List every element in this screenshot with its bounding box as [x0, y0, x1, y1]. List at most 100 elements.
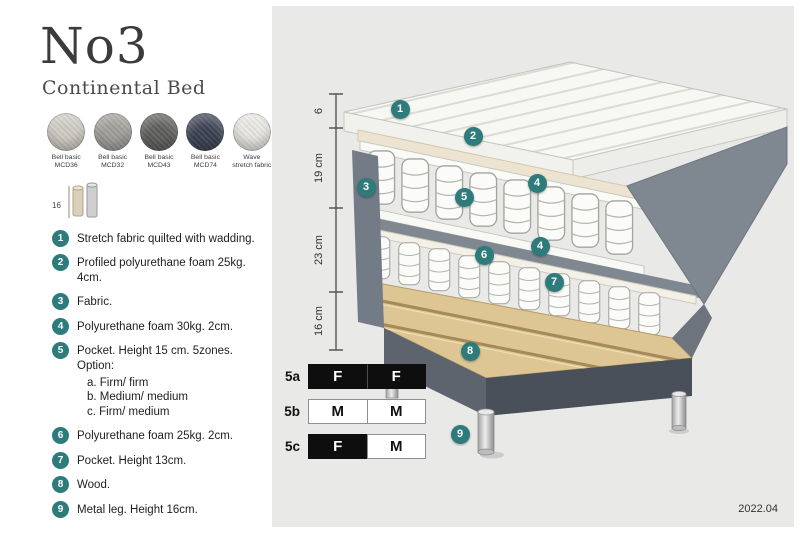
firmness-cell: F [308, 364, 368, 389]
swatch-name: Bell basic [98, 153, 128, 161]
firmness-cell: M [366, 434, 426, 459]
feature-list: 1 Stretch fabric quilted with wadding. 2… [0, 229, 272, 518]
swatch-code: MCD32 [101, 161, 125, 169]
firmness-cell: M [308, 399, 368, 424]
feature-item: 5 Pocket. Height 15 cm. 5zones. Option: … [52, 342, 266, 420]
feature-text: Metal leg. Height 16cm. [77, 503, 198, 516]
feature-text: Pocket. Height 13cm. [77, 454, 187, 467]
callout-5: 5 [454, 187, 474, 207]
measurement-label: 16 cm [313, 306, 325, 336]
feature-text: Pocket. Height 15 cm. 5zones. Option: [77, 345, 233, 372]
feature-option: c. Firm/ medium [87, 406, 170, 419]
callout-9: 9 [450, 424, 470, 444]
firmness-cell: F [308, 434, 368, 459]
firmness-cell: F [366, 364, 426, 389]
feature-text: Stretch fabric quilted with wadding. [77, 232, 255, 245]
feature-option: b. Medium/ medium [87, 391, 188, 404]
swatch-name: Wave [243, 153, 261, 161]
diagram-panel: 6 19 cm 23 cm 16 cm [272, 6, 794, 527]
swatch-name: Bell basic [190, 153, 220, 161]
firmness-row-5c[interactable]: 5c F M [278, 434, 426, 459]
feature-number-badge: 3 [52, 293, 69, 311]
feature-item: 7 Pocket. Height 13cm. [52, 451, 266, 469]
swatch-code: MCD74 [193, 161, 217, 169]
measurement-bracket [329, 93, 343, 351]
fabric-swatch-circle[interactable] [232, 112, 271, 151]
callout-6: 6 [474, 245, 494, 265]
firmness-options-table: 5a F F 5b M M 5c F M [278, 364, 426, 469]
measurement-labels: 6 19 cm 23 cm 16 cm [313, 108, 325, 336]
measurement-label: 19 cm [313, 153, 325, 183]
callout-7: 7 [544, 272, 564, 292]
divan-rim [356, 214, 704, 299]
feature-item: 2 Profiled polyurethane foam 25kg. 4cm. [52, 254, 266, 285]
feature-item: 3 Fabric. [52, 293, 266, 311]
feature-options: a. Firm/ firm b. Medium/ medium c. Firm/… [87, 376, 266, 420]
feature-item: 1 Stretch fabric quilted with wadding. [52, 229, 266, 247]
bed-cutaway-illustration: 6 19 cm 23 cm 16 cm [313, 61, 788, 459]
top-mattress [343, 61, 788, 180]
callout-4-upper: 4 [527, 173, 547, 193]
feature-item: 6 Polyurethane foam 25kg. 2cm. [52, 427, 266, 445]
feature-text: Wood. [77, 479, 111, 492]
callout-4-lower: 4 [530, 236, 550, 256]
feature-text: Fabric. [77, 296, 113, 309]
callout-3: 3 [356, 177, 376, 197]
fabric-swatch-circle[interactable] [47, 112, 86, 151]
feature-number-badge: 7 [52, 451, 69, 469]
feature-number-badge: 5 [52, 342, 69, 360]
feature-text: Polyurethane foam 25kg. 2cm. [77, 430, 233, 443]
feature-number-badge: 2 [52, 254, 69, 272]
firmness-row-5a[interactable]: 5a F F [278, 364, 426, 389]
metal-leg [671, 390, 687, 431]
feature-text: Polyurethane foam 30kg. 2cm. [77, 320, 233, 333]
measurement-label: 23 cm [313, 235, 325, 265]
leg-height-value: 16 [52, 200, 61, 210]
fabric-swatch-circle[interactable] [93, 112, 132, 151]
divan-right-end [626, 126, 788, 305]
swatch-name: Bell basic [51, 153, 81, 161]
feature-item: 9 Metal leg. Height 16cm. [52, 500, 266, 518]
feature-number-badge: 6 [52, 427, 69, 445]
firmness-cell: M [366, 399, 426, 424]
metal-leg [477, 408, 495, 456]
swatch-code: MCD43 [147, 161, 171, 169]
base-front-left [384, 328, 486, 416]
feature-item: 8 Wood. [52, 476, 266, 494]
base-bridge [672, 304, 712, 358]
leg-height-icon: 16 [52, 180, 272, 220]
product-title: No3 [40, 17, 149, 75]
firmness-row-label: 5b [284, 404, 300, 419]
firmness-row-label: 5c [284, 439, 300, 454]
product-subtitle: Continental Bed [42, 76, 206, 99]
feature-item: 4 Polyurethane foam 30kg. 2cm. [52, 317, 266, 335]
divan-left-side [352, 150, 384, 328]
mattress-cross-section [355, 129, 645, 276]
fabric-swatch-circle[interactable] [140, 112, 179, 151]
feature-number-badge: 9 [52, 500, 69, 518]
callout-2: 2 [463, 126, 483, 146]
feature-number-badge: 1 [52, 229, 69, 247]
firmness-row-5b[interactable]: 5b M M [278, 399, 426, 424]
feature-number-badge: 4 [52, 317, 69, 335]
divan-unit [352, 126, 788, 416]
feature-number-badge: 8 [52, 476, 69, 494]
firmness-row-label: 5a [284, 369, 300, 384]
feature-option: a. Firm/ firm [87, 376, 149, 389]
version-label: 2022.04 [738, 503, 778, 515]
swatch-name: Bell basic [144, 153, 174, 161]
leg-shapes-icon [68, 182, 98, 218]
base-front-right [486, 358, 692, 416]
feature-text: Profiled polyurethane foam 25kg. 4cm. [77, 257, 246, 285]
swatch-code: stretch fabric [232, 161, 272, 169]
callout-1: 1 [390, 99, 410, 119]
fabric-swatch-circle[interactable] [186, 112, 225, 151]
